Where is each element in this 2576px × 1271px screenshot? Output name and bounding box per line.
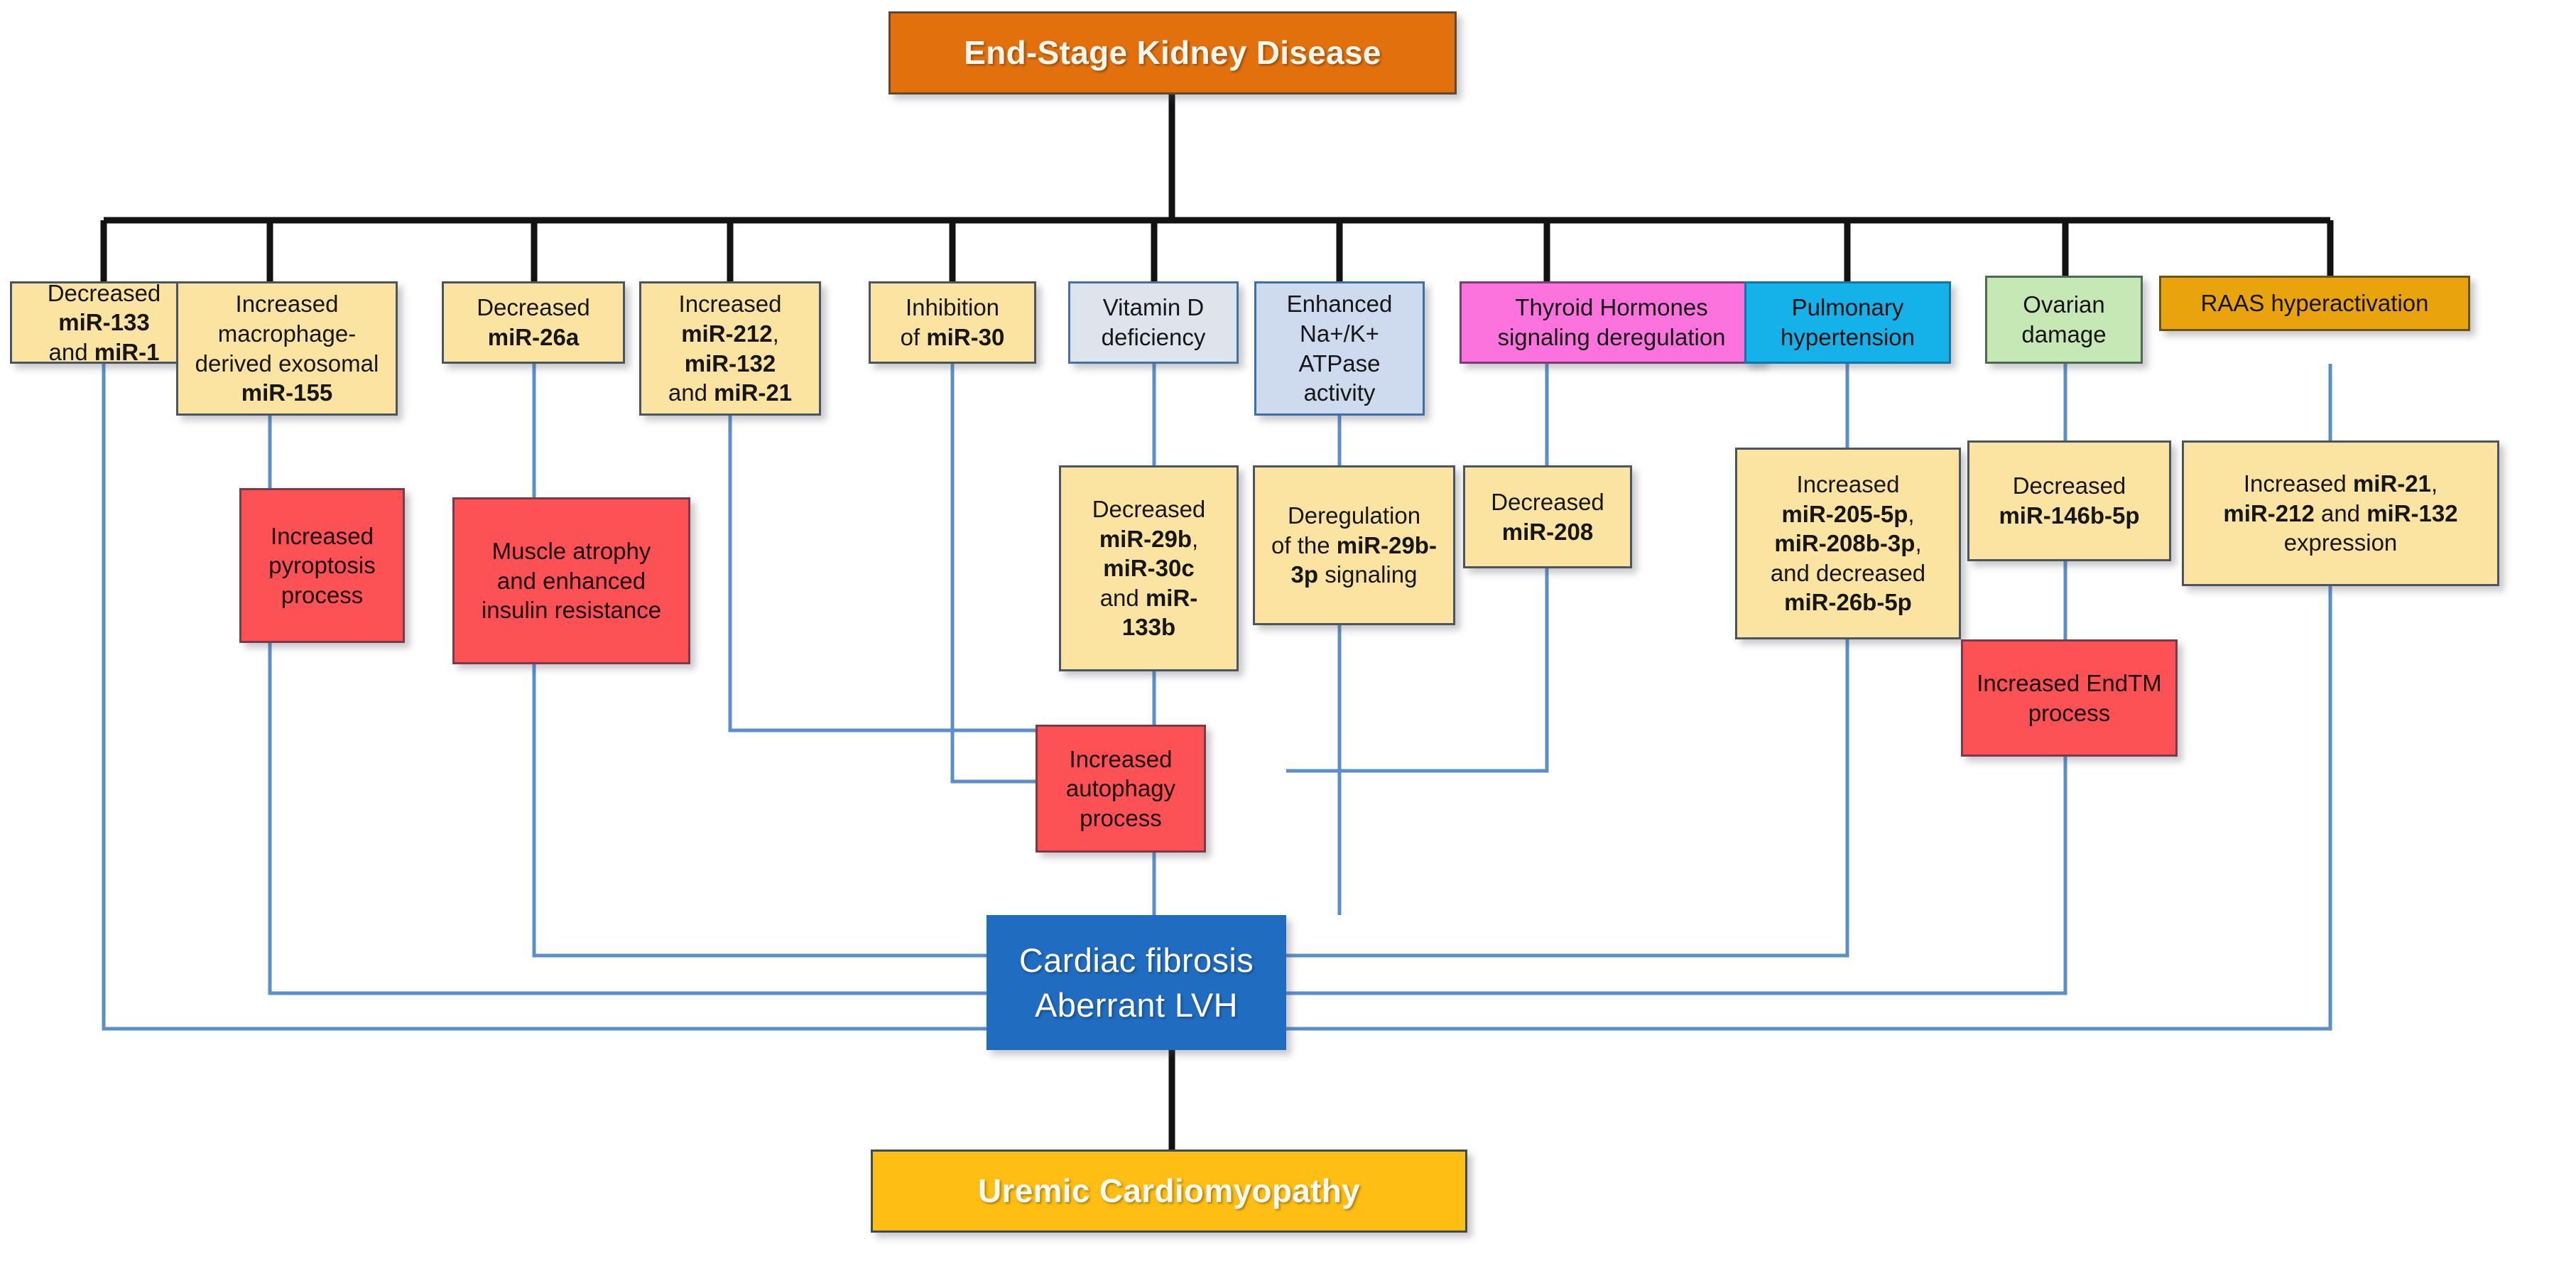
node-label: End-Stage Kidney Disease (964, 33, 1381, 71)
node-uremic-cardiomyopathy[interactable]: Uremic Cardiomyopathy (871, 1150, 1467, 1233)
node-label-line-1: Cardiac fibrosis (1018, 941, 1254, 979)
blue-flow-connectors (102, 364, 2332, 1031)
node-label: Cardiac fibrosis Aberrant LVH (989, 938, 1284, 1028)
node-label-line-2: Aberrant LVH (1034, 986, 1239, 1024)
node-label: Uremic Cardiomyopathy (978, 1172, 1360, 1209)
node-label: RAAS hyperactivation (2200, 290, 2429, 317)
node-end-stage-kidney-disease[interactable]: End-Stage Kidney Disease (888, 11, 1457, 94)
node-cardiac-fibrosis-aberrant-lvh[interactable]: Cardiac fibrosis Aberrant LVH (987, 915, 1286, 1050)
black-trunk-connectors (100, 94, 2334, 1150)
node-raas-hyperactivation[interactable]: RAAS hyperactivation (2159, 276, 2470, 331)
